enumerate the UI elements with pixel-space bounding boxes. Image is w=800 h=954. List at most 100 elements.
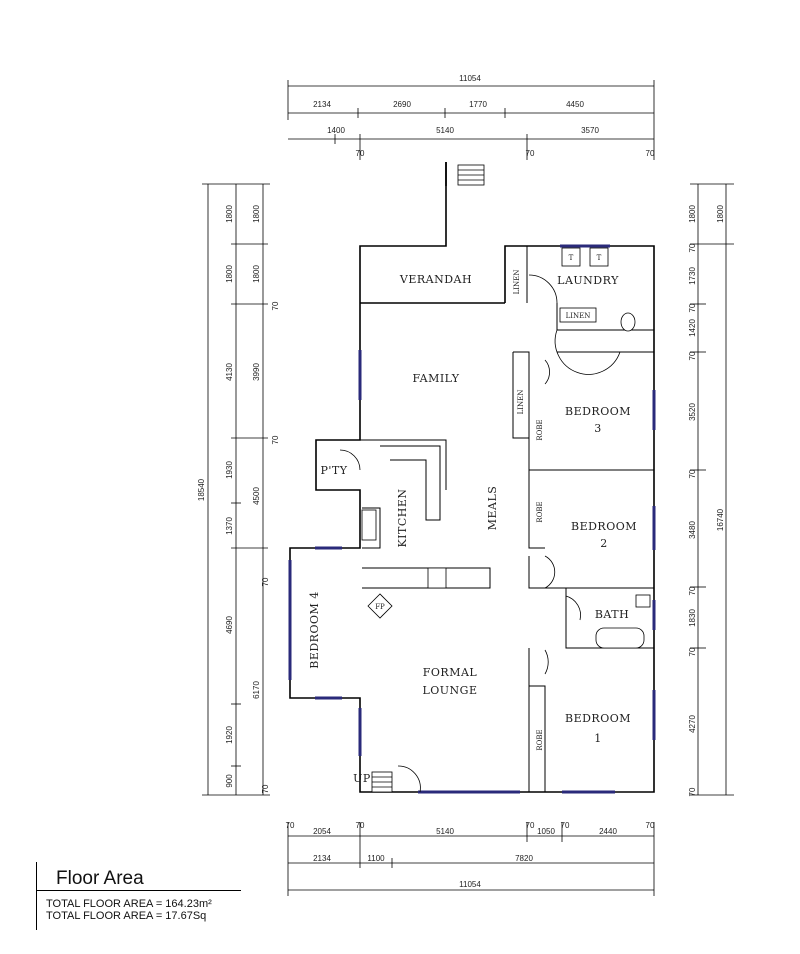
room-laundry: LAUNDRY — [557, 274, 619, 287]
dim-left-a: 1800 — [225, 205, 234, 223]
dim-top-3-b: 5140 — [436, 126, 454, 135]
dim-left3-b: 1800 — [252, 265, 261, 283]
room-robe-1: ROBE — [536, 729, 544, 750]
room-labels: VERANDAH LAUNDRY LINEN LINEN LINEN FAMIL… — [308, 254, 637, 785]
dim-left3-f: 4500 — [252, 487, 261, 505]
room-robe-2: ROBE — [536, 501, 544, 522]
room-meals: MEALS — [486, 486, 499, 531]
room-linen-1: LINEN — [513, 270, 521, 295]
room-fireplace: FP — [375, 603, 385, 611]
dim-right-j: 70 — [688, 586, 697, 595]
dim-bot-2-a: 2134 — [313, 854, 331, 863]
vanity — [635, 594, 651, 608]
kitchen-sink — [361, 509, 377, 541]
room-lounge: LOUNGE — [422, 684, 477, 697]
room-verandah: VERANDAH — [399, 273, 472, 286]
dim-right-g: 3520 — [688, 403, 697, 421]
dim-left3-h: 6170 — [252, 681, 261, 699]
linen-cupboard-laundry — [559, 307, 597, 323]
dim-left-d: 1930 — [225, 461, 234, 479]
dim-top-3-c: 3570 — [581, 126, 599, 135]
room-bedroom3-number: 3 — [594, 422, 602, 435]
stair-up-label: UP — [353, 772, 371, 785]
dim-left3-e: 70 — [271, 435, 280, 444]
dim-top-4-c: 70 — [646, 149, 655, 158]
dim-top-4-a: 70 — [356, 149, 365, 158]
left-dimension-text: 18540 1800 1800 4130 1930 1370 4690 1920… — [197, 205, 280, 794]
dim-top-2-a: 2134 — [313, 100, 331, 109]
dim-left-h: 900 — [225, 774, 234, 788]
bottom-dimension-text: 70 2054 70 5140 70 1050 70 2440 70 2134 … — [286, 821, 655, 889]
room-linen-3: LINEN — [517, 390, 525, 415]
room-bedroom2-number: 2 — [600, 537, 608, 550]
dim-left3-c: 70 — [271, 301, 280, 310]
fixtures — [361, 164, 651, 793]
dim-left3-a: 1800 — [252, 205, 261, 223]
dim-right-d: 70 — [688, 303, 697, 312]
dim-top-overall: 11054 — [459, 74, 481, 83]
dim-bot-1-h: 2440 — [599, 827, 617, 836]
dim-right-h: 70 — [688, 469, 697, 478]
dim-left3-g: 70 — [261, 577, 270, 586]
door-swings — [339, 274, 621, 793]
fireplace-shape — [367, 593, 393, 619]
room-bedroom1-number: 1 — [594, 732, 602, 745]
dim-right-b: 70 — [688, 243, 697, 252]
dim-right-a: 1800 — [688, 205, 697, 223]
tub-label-2: T — [597, 254, 602, 262]
dim-right-l: 70 — [688, 647, 697, 656]
dim-left3-d: 3990 — [252, 363, 261, 381]
summary-divider-vertical — [36, 862, 37, 930]
left-dimension-lines — [202, 183, 270, 796]
laundry-tub-1 — [561, 247, 581, 267]
dim-bot-1-d: 5140 — [436, 827, 454, 836]
dim-left-g: 1920 — [225, 726, 234, 744]
dim-right-e: 1420 — [688, 319, 697, 337]
room-pantry: P'TY — [320, 464, 347, 477]
dim-bot-1-e: 70 — [526, 821, 535, 830]
room-bath: BATH — [595, 608, 629, 621]
dim-bot-1-c: 70 — [356, 821, 365, 830]
dim-right2-a: 1800 — [716, 205, 725, 223]
dim-bot-2-b: 1100 — [367, 854, 385, 863]
dim-bot-1-g: 70 — [561, 821, 570, 830]
dim-top-3-a: 1400 — [327, 126, 345, 135]
dim-right-i: 3480 — [688, 521, 697, 539]
room-robe-3: ROBE — [536, 419, 544, 440]
dim-right-c: 1730 — [688, 267, 697, 285]
dim-bot-2-c: 7820 — [515, 854, 533, 863]
room-bedroom1-label: BEDROOM — [565, 712, 631, 725]
floor-area-summary: Floor Area TOTAL FLOOR AREA = 164.23m² T… — [36, 862, 266, 932]
room-kitchen: KITCHEN — [396, 488, 409, 547]
toilet — [620, 312, 636, 332]
floor-area-title: Floor Area — [56, 868, 144, 889]
dim-bot-overall: 11054 — [459, 880, 481, 889]
bottom-dimension-lines — [287, 822, 655, 896]
windows — [288, 244, 656, 794]
dim-right-k: 1830 — [688, 609, 697, 627]
dim-top-2-d: 4450 — [566, 100, 584, 109]
dim-right-m: 4270 — [688, 715, 697, 733]
dim-bot-1-i: 70 — [646, 821, 655, 830]
room-bedroom4: BEDROOM 4 — [308, 591, 321, 669]
floor-area-sq: TOTAL FLOOR AREA = 17.67Sq — [46, 910, 207, 922]
dim-left-f: 4690 — [225, 616, 234, 634]
top-dimension-lines — [287, 80, 655, 160]
bathtub — [595, 627, 645, 649]
room-bedroom3-label: BEDROOM — [565, 405, 631, 418]
tub-label-1: T — [569, 254, 574, 262]
interior-walls — [360, 246, 654, 792]
dim-right-overall: 16740 — [716, 508, 725, 531]
dim-top-2-c: 1770 — [469, 100, 487, 109]
dim-bot-1-a: 70 — [286, 821, 295, 830]
summary-divider-horizontal — [36, 890, 241, 891]
dim-right-n: 70 — [688, 787, 697, 796]
dim-bot-1-b: 2054 — [313, 827, 331, 836]
laundry-tub-2 — [589, 247, 609, 267]
dim-left-e: 1370 — [225, 517, 234, 535]
dim-right-f: 70 — [688, 351, 697, 360]
dim-left-c: 4130 — [225, 363, 234, 381]
dim-left-overall: 18540 — [197, 478, 206, 501]
dim-left3-i: 70 — [261, 784, 270, 793]
